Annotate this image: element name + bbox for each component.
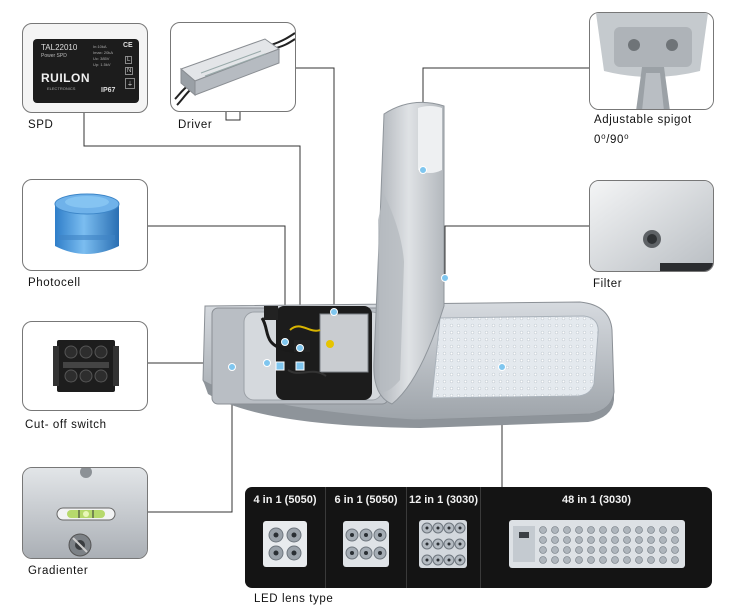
lens-col-6in1: 6 in 1 (5050) xyxy=(326,487,406,588)
led-lens-panel: 4 in 1 (5050) 6 in 1 (5050) xyxy=(245,487,712,588)
lens-6in1-image xyxy=(343,521,389,567)
label-cutoff-switch: Cut- off switch xyxy=(25,419,107,431)
lens-48in1-image xyxy=(509,520,685,568)
spd-model: TAL22010 xyxy=(41,43,78,52)
spd-terminal-n: N xyxy=(125,67,134,75)
driver-card xyxy=(170,22,296,112)
photocell-image xyxy=(54,193,120,254)
lens-col-48in1: 48 in 1 (3030) xyxy=(481,487,712,588)
label-spigot: Adjustable spigot xyxy=(594,114,692,126)
spd-device: TAL22010 Power SPD In:10kA Imax: 20kA Uc… xyxy=(33,39,139,103)
spd-terminal-l: L xyxy=(125,56,133,64)
lens-col-4in1: 4 in 1 (5050) xyxy=(245,487,325,588)
spd-spec-1: In:10kA xyxy=(93,44,107,49)
gradienter-callout-line xyxy=(148,368,233,513)
spd-spec-2: Imax: 20kA xyxy=(93,50,114,55)
label-gradienter: Gradienter xyxy=(28,565,89,577)
label-spd: SPD xyxy=(28,119,54,131)
spigot-card xyxy=(589,12,714,110)
filter-image xyxy=(590,181,713,271)
label-photocell: Photocell xyxy=(28,277,81,289)
photocell-card xyxy=(22,179,148,271)
spd-spec-4: Up: 1.5kV xyxy=(93,62,111,67)
cutoff-switch-card xyxy=(22,321,148,411)
spd-rating: IP67 xyxy=(101,87,116,94)
lens-label-4in1: 4 in 1 (5050) xyxy=(253,494,317,506)
filter-card xyxy=(589,180,714,272)
spd-spec-3: Uc: 385V xyxy=(93,56,110,61)
label-spigot-angle: 0⁰/90⁰ xyxy=(594,134,630,146)
filter-callout-line xyxy=(444,225,589,278)
lens-divider xyxy=(325,487,326,588)
gradienter-card xyxy=(22,467,148,559)
label-driver: Driver xyxy=(178,119,213,131)
spd-callout-line xyxy=(83,113,301,348)
spd-terminal-ground: ⏚ xyxy=(125,78,136,89)
cutoff-switch-image xyxy=(53,340,119,392)
lens-4in1-image xyxy=(263,521,307,567)
gradienter-image xyxy=(23,468,147,558)
lens-divider xyxy=(406,487,407,588)
lens-12in1-image xyxy=(419,520,467,568)
photocell-callout-line xyxy=(148,225,286,342)
lens-divider xyxy=(480,487,481,588)
spd-ce-mark: CE xyxy=(123,42,133,49)
spd-brand-sub: ELECTRONICS xyxy=(47,86,76,91)
lens-label-6in1: 6 in 1 (5050) xyxy=(334,494,398,506)
lens-col-12in1: 12 in 1 (3030) xyxy=(407,487,480,588)
spigot-image xyxy=(590,13,713,109)
spd-card: TAL22010 Power SPD In:10kA Imax: 20kA Uc… xyxy=(22,23,148,113)
label-filter: Filter xyxy=(593,278,623,290)
lens-label-48in1: 48 in 1 (3030) xyxy=(561,494,632,506)
spd-subtitle: Power SPD xyxy=(41,53,67,59)
label-led-lens-type: LED lens type xyxy=(254,593,334,605)
spd-brand: RUILON xyxy=(41,71,90,85)
driver-image xyxy=(174,32,295,106)
lens-label-12in1: 12 in 1 (3030) xyxy=(408,494,479,506)
